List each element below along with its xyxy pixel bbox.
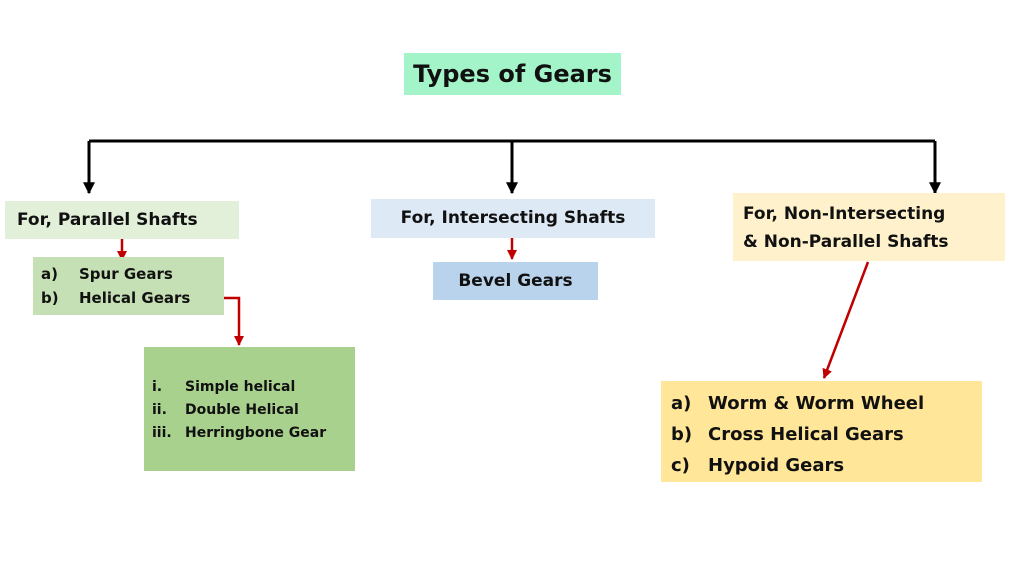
- list-marker: c): [671, 455, 690, 476]
- diagram-title: Types of Gears: [404, 53, 621, 95]
- list-item: c) Hypoid Gears: [671, 450, 982, 481]
- gear-type-cross-helical: Cross Helical Gears: [708, 424, 904, 445]
- gear-subtype-herringbone: Herringbone Gear: [185, 425, 327, 441]
- category-non-intersecting-non-parallel-shafts: For, Non-Intersecting & Non-Parallel Sha…: [733, 193, 1005, 261]
- gear-type-spur: Spur Gears: [79, 265, 173, 283]
- list-marker: i.: [152, 379, 163, 395]
- list-item: iii. Herringbone Gear: [152, 422, 355, 445]
- gear-type-worm: Worm & Worm Wheel: [708, 393, 925, 414]
- helical-gear-subtypes-list: i. Simple helical ii. Double Helical iii…: [144, 347, 355, 471]
- parallel-gear-types-list: a) Spur Gears b) Helical Gears: [33, 257, 224, 315]
- arrow-nonparallel-to-list: [822, 261, 870, 379]
- list-marker: b): [41, 289, 59, 307]
- list-marker: a): [41, 265, 58, 283]
- gear-type-helical: Helical Gears: [79, 289, 191, 307]
- list-marker: iii.: [152, 425, 172, 441]
- category-label-line-2: & Non-Parallel Shafts: [743, 232, 949, 252]
- list-item: a) Spur Gears: [41, 262, 224, 286]
- list-marker: b): [671, 424, 693, 445]
- gear-type-hypoid: Hypoid Gears: [708, 455, 845, 476]
- list-item: ii. Double Helical: [152, 399, 355, 422]
- list-marker: a): [671, 393, 692, 414]
- list-item: b) Cross Helical Gears: [671, 419, 982, 450]
- category-intersecting-shafts: For, Intersecting Shafts: [371, 199, 655, 238]
- gear-type-bevel: Bevel Gears: [433, 262, 598, 300]
- list-item: i. Simple helical: [152, 376, 355, 399]
- gear-subtype-double-helical: Double Helical: [185, 402, 299, 418]
- list-item: b) Helical Gears: [41, 286, 224, 310]
- category-label-line-1: For, Non-Intersecting: [743, 204, 946, 224]
- nonparallel-gear-types-list: a) Worm & Worm Wheel b) Cross Helical Ge…: [661, 381, 982, 482]
- list-marker: ii.: [152, 402, 167, 418]
- gear-subtype-simple-helical: Simple helical: [185, 379, 296, 395]
- list-item: a) Worm & Worm Wheel: [671, 388, 982, 419]
- category-parallel-shafts: For, Parallel Shafts: [5, 201, 239, 239]
